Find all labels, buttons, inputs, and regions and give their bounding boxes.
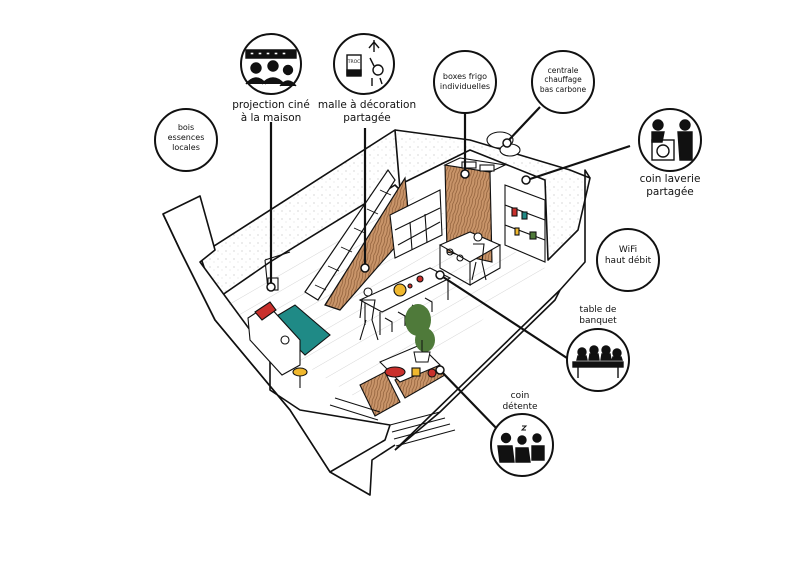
label-banquet: table de banquet bbox=[579, 305, 617, 327]
leader-detente bbox=[439, 369, 501, 433]
malle-sign-text: TROC bbox=[347, 59, 361, 65]
bois-circle bbox=[154, 108, 218, 172]
label-detente: coin détente bbox=[502, 391, 538, 413]
label-bois: bois essences locales bbox=[167, 123, 205, 152]
label-wifi: WiFi haut débit bbox=[604, 245, 652, 267]
wooden-staircase bbox=[304, 168, 411, 311]
centrale-circle bbox=[531, 50, 595, 114]
boxes-frigo-circle bbox=[433, 50, 497, 114]
label-malle: malle à décoration partagée bbox=[317, 99, 417, 125]
building-shell bbox=[162, 129, 591, 496]
entry-stairs bbox=[329, 397, 456, 447]
wifi-circle bbox=[596, 228, 660, 292]
label-boxes-frigo: boxes frigo individuelles bbox=[439, 72, 491, 91]
people bbox=[359, 232, 487, 341]
outer-wall-right bbox=[394, 169, 591, 451]
banquet-table-icon bbox=[566, 328, 630, 392]
projection-cinema-icon bbox=[240, 33, 302, 95]
leader-banquet bbox=[439, 274, 571, 361]
laundry-icon bbox=[638, 108, 702, 172]
leader-lines bbox=[269, 103, 631, 433]
label-centrale: centrale chauffage bas carbone bbox=[539, 66, 587, 94]
relax-corner-icon bbox=[490, 413, 554, 477]
leader-laverie bbox=[526, 144, 631, 182]
decoration-trunk-icon bbox=[333, 33, 395, 95]
leader-dots bbox=[266, 138, 531, 375]
label-laverie: coin laverie partagée bbox=[639, 173, 701, 199]
kitchen bbox=[389, 131, 546, 286]
leader-centrale bbox=[506, 106, 541, 143]
label-projection: projection ciné à la maison bbox=[232, 99, 310, 125]
plant bbox=[405, 304, 435, 363]
